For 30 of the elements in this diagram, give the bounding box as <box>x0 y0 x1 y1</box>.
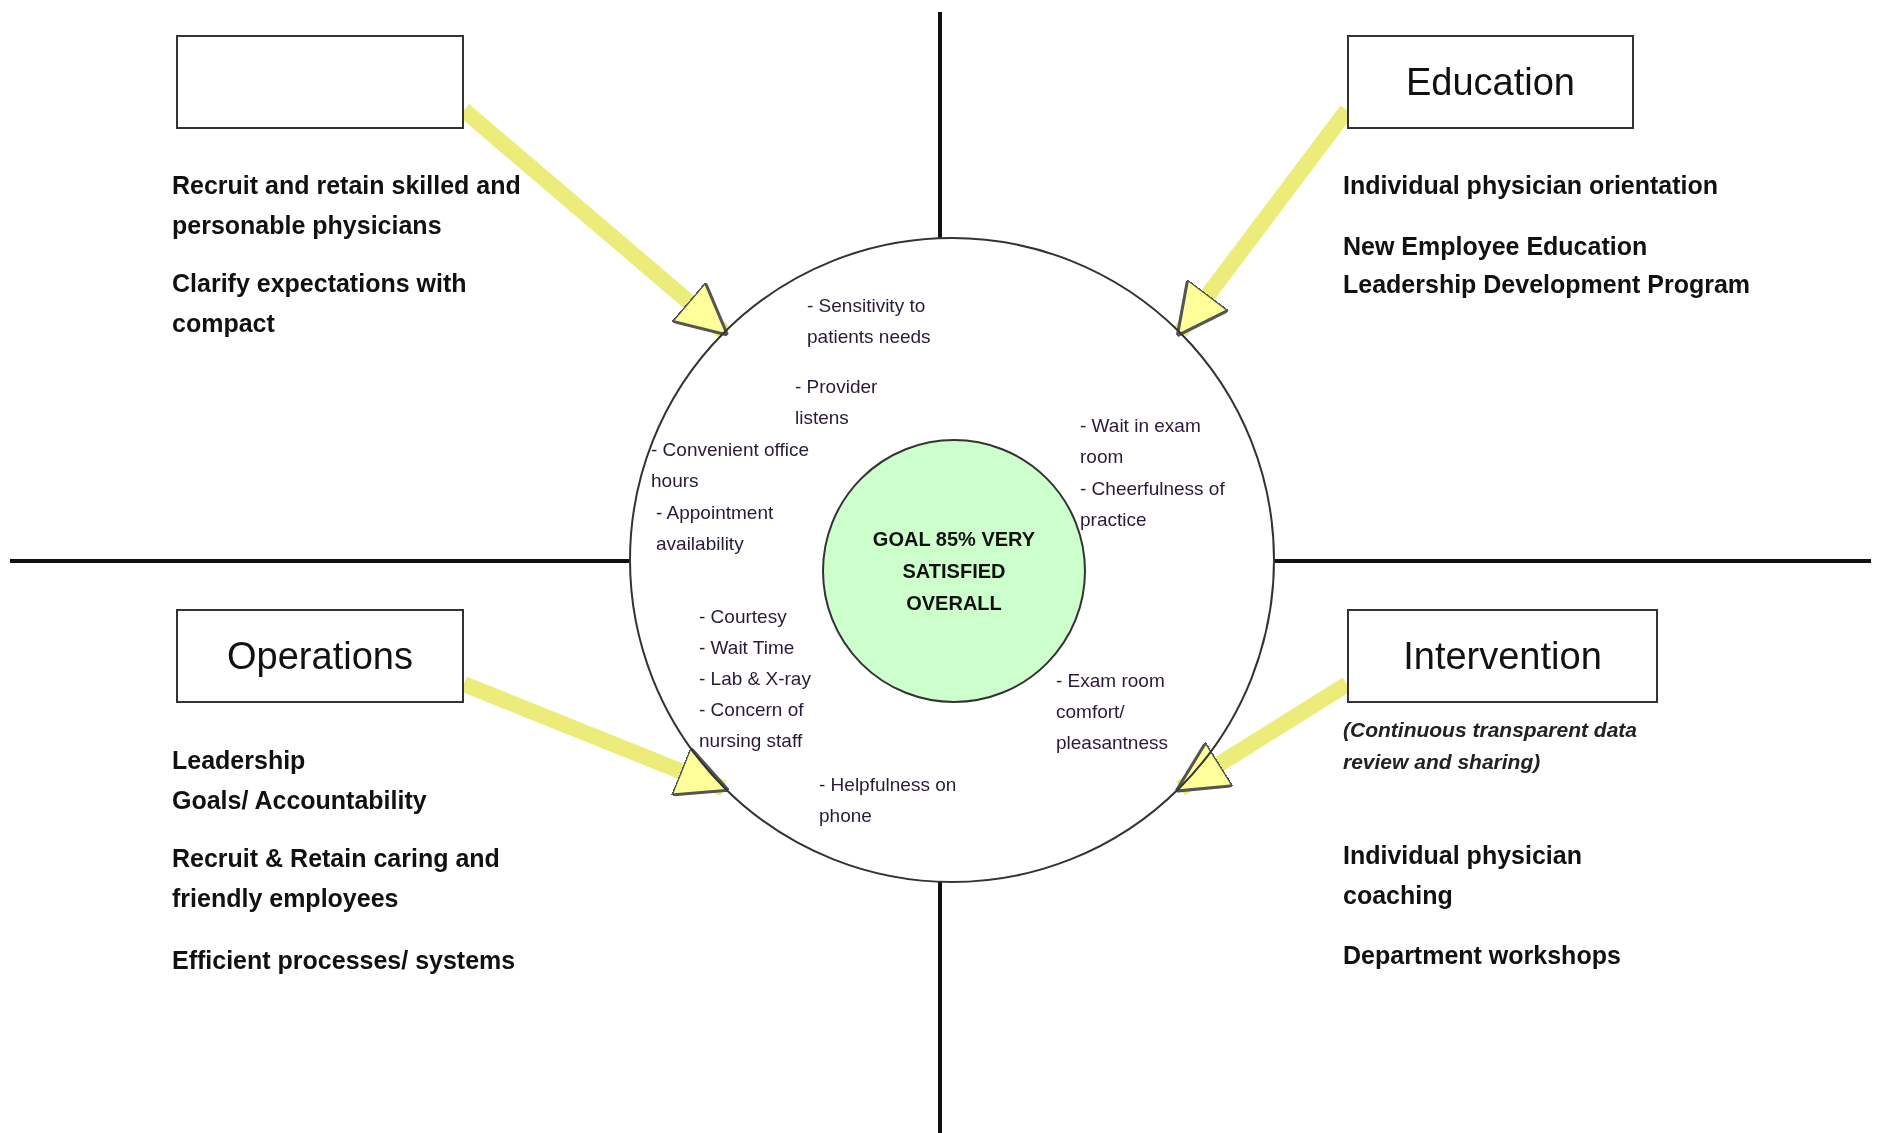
bullet-text: - Sensitivity to patients needs <box>807 294 932 349</box>
heading-box: Intervention <box>1347 609 1658 703</box>
strategy-text: Leadership <box>172 745 307 776</box>
heading-box: Operations <box>176 609 464 703</box>
bullet-text: - Provider listens <box>795 375 879 430</box>
strategy-text: Department workshops <box>1343 940 1622 971</box>
bullet-text: - Courtesy <box>699 605 788 629</box>
heading-box: Education <box>1347 35 1634 129</box>
strategy-text: Efficient processes/ systems <box>172 945 517 976</box>
empty-box <box>176 35 464 129</box>
bullet-text: - Appointment availability <box>656 501 775 556</box>
strategy-text: Individual physician coaching <box>1343 840 1583 911</box>
bullet-text: - Lab & X-ray <box>699 667 812 691</box>
strategy-text: Goals/ Accountability <box>172 785 428 816</box>
strategy-text: Clarify expectations with compact <box>172 268 468 339</box>
goal-text: GOAL 85% VERY SATISFIED OVERALL <box>871 527 1037 616</box>
outer-circle <box>629 237 1275 883</box>
note-text: (Continuous transparent data review and sharing) <box>1343 717 1638 775</box>
bullet-text: - Wait in exam room <box>1080 414 1202 469</box>
bullet-text: - Helpfulness on phone <box>819 773 958 828</box>
strategy-text: Individual physician orientation <box>1343 170 1720 201</box>
strategy-text: Leadership Development Program <box>1343 269 1752 300</box>
strategy-text: New Employee Education <box>1343 231 1649 262</box>
bullet-text: - Wait Time <box>699 636 796 660</box>
strategy-text: Recruit & Retain caring and friendly employees <box>172 843 501 914</box>
strategy-text: Recruit and retain skilled and personable physicians <box>172 170 522 241</box>
bullet-text: - Convenient office hours <box>651 438 811 493</box>
bullet-text: - Concern of nursing staff <box>699 698 805 753</box>
bullet-text: - Cheerfulness of practice <box>1080 477 1226 532</box>
bullet-text: - Exam room comfort/ pleasantness <box>1056 669 1169 755</box>
